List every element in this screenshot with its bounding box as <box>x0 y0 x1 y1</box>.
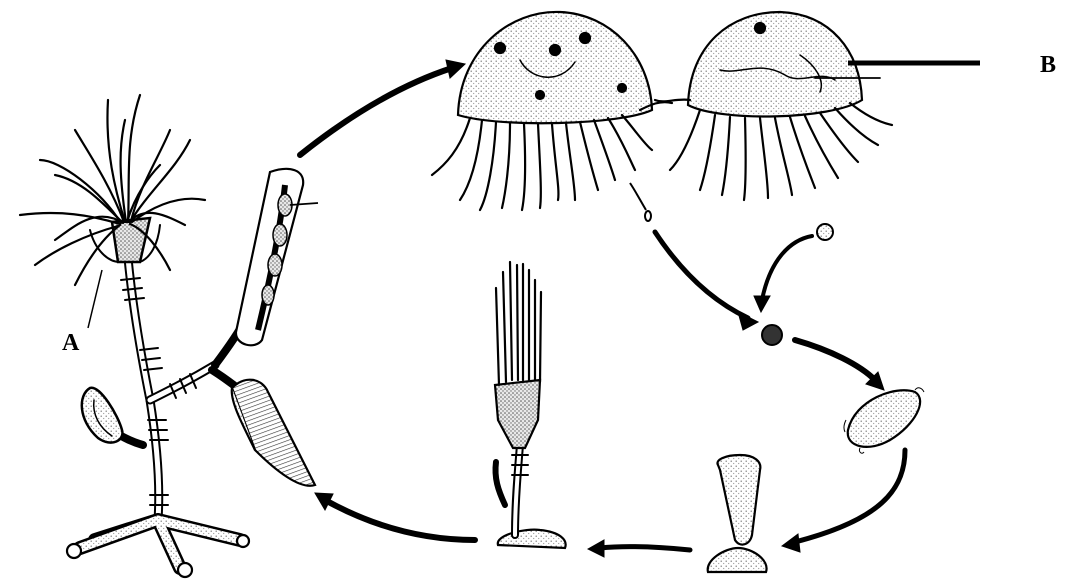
arrow-to-colony <box>325 500 475 540</box>
settled-larva <box>708 455 767 572</box>
zygote <box>762 325 782 345</box>
arrow-head <box>738 312 758 330</box>
arrow-to-young-polyp <box>600 547 690 550</box>
polyp-tentacles <box>20 95 205 285</box>
egg-cell <box>817 224 833 240</box>
arrow-head <box>782 534 800 552</box>
medusa-left <box>432 12 672 210</box>
arrow-head <box>446 60 465 78</box>
arrow-head <box>754 296 770 312</box>
medusa-bud <box>232 380 315 486</box>
label-a-pointer <box>88 270 102 328</box>
gonotheca <box>236 169 318 345</box>
sperm <box>630 183 651 221</box>
arrow-sperm-to-zygote <box>655 232 748 318</box>
arrow-to-medusa <box>300 68 452 155</box>
label-b: B <box>1040 52 1056 79</box>
arrow-egg-to-zygote <box>762 236 812 300</box>
young-polyp <box>495 262 566 548</box>
hydroid-colony <box>67 218 249 577</box>
label-a: A <box>62 330 79 357</box>
arrow-to-planula <box>795 340 875 380</box>
arrow-to-settled <box>795 450 905 542</box>
planula-larva <box>844 388 924 453</box>
arrow-head <box>588 540 604 557</box>
medusa-right <box>655 12 892 200</box>
